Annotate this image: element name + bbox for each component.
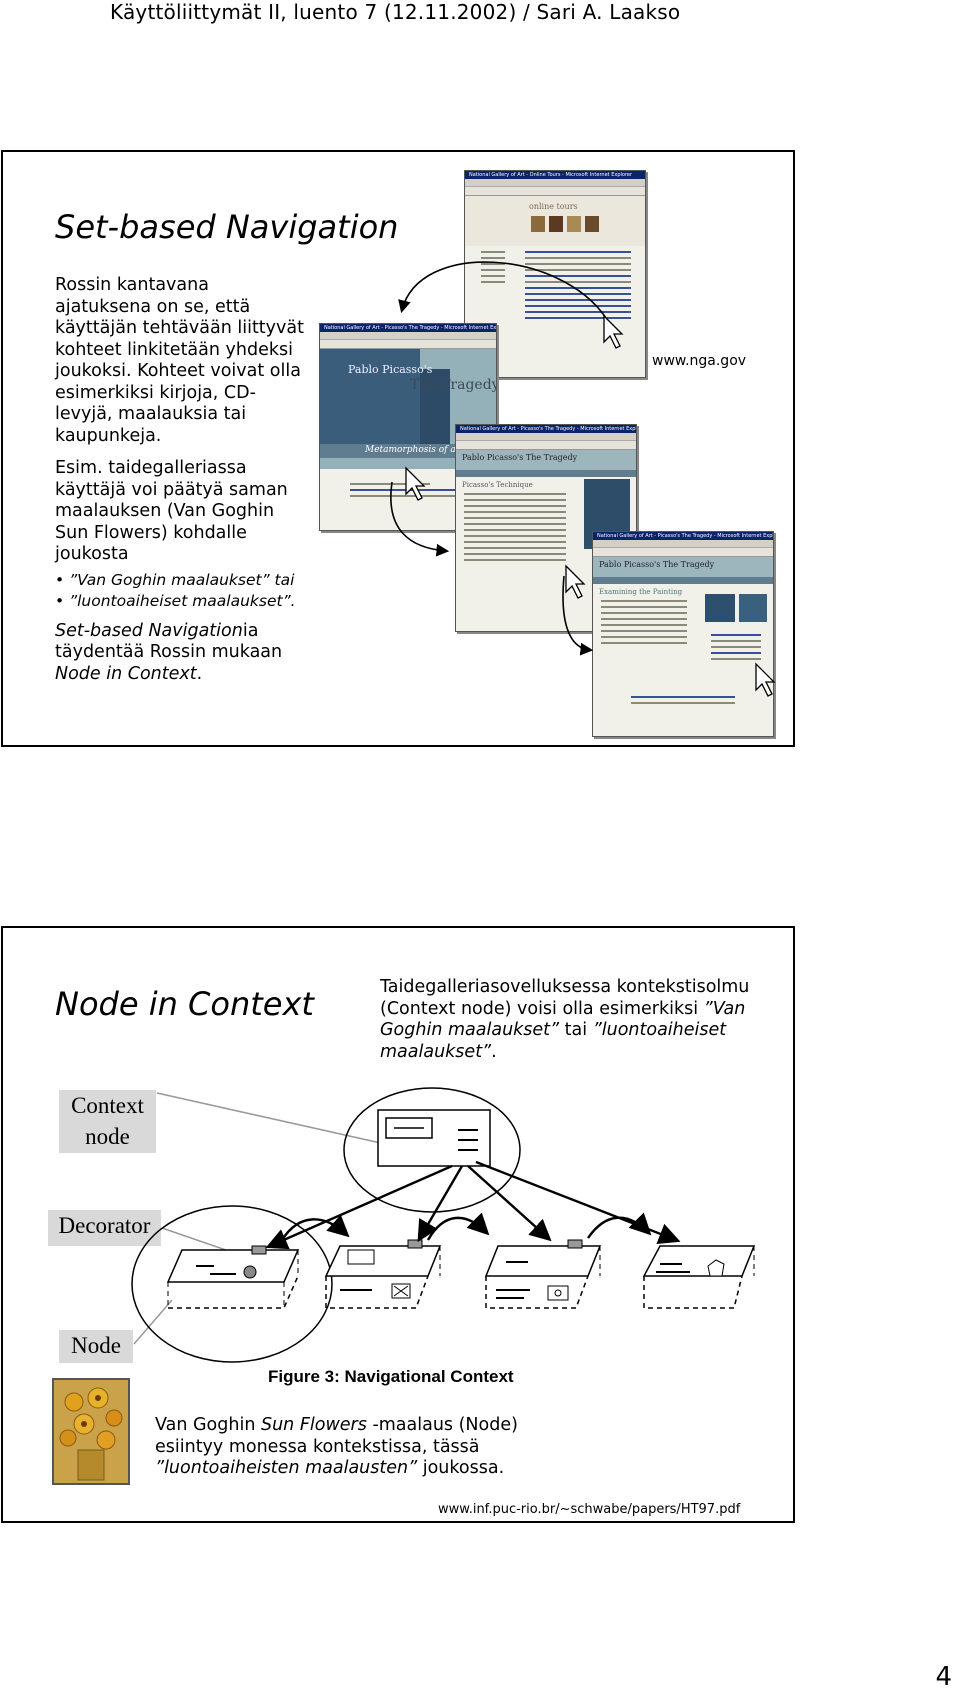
slide2-title: Node in Context [55, 985, 314, 1023]
sunflowers-caption: Van Goghin Sun Flowers -maalaus (Node) e… [155, 1415, 575, 1480]
caption-italic-2: ”luontoaiheisten maalausten” [155, 1458, 418, 1478]
caption-text-1: Van Goghin [155, 1415, 261, 1435]
screenshot-examining-painting: National Gallery of Art - Picasso's The … [592, 531, 774, 737]
desc-text-3: . [491, 1041, 497, 1062]
slide2-description: Taidegalleriasovelluksessa kontekstisolm… [380, 977, 780, 1063]
caption-text-3: joukossa. [417, 1458, 505, 1478]
label-context-line1: Context [71, 1093, 144, 1118]
sunflowers-painting-image [52, 1378, 130, 1485]
node-3-icon [484, 1239, 602, 1309]
arrow-node2-to-node3 [426, 1212, 490, 1241]
win1-titlebar: National Gallery of Art - Online Tours -… [469, 172, 633, 178]
page-number: 4 [935, 1662, 952, 1692]
arrow-context-to-node-2 [417, 1165, 464, 1243]
win2-banner-2: The Tragedy [410, 377, 497, 393]
win3-banner: Pablo Picasso's The Tragedy [462, 453, 578, 462]
cursor-icon-3 [565, 564, 586, 599]
label-decorator: Decorator [48, 1210, 161, 1246]
page-header: Käyttöliittymät II, luento 7 (12.11.2002… [110, 0, 681, 24]
slide1-arrows [390, 261, 776, 697]
arrow-node1-to-node2 [280, 1214, 350, 1241]
slide1-bullet-2: ”luontoaiheiset maalaukset”. [55, 591, 305, 613]
arrow-context-to-node-3 [467, 1165, 552, 1242]
slide1-title: Set-based Navigation [55, 208, 399, 246]
decorator-ellipse [131, 1205, 333, 1363]
slide1-paragraph-1: Rossin kantavana ajatuksena on se, että … [55, 275, 304, 446]
label-context-line2: node [85, 1124, 130, 1149]
para3-text: ia täydentää Rossin mukaan [55, 620, 283, 663]
caption-italic-1: Sun Flowers [260, 1415, 367, 1435]
node-2-icon [324, 1239, 442, 1309]
context-node-ellipse [343, 1087, 521, 1213]
node-4-icon [642, 1245, 756, 1309]
desc-italic-1: ”Van Goghin maalaukset” [380, 998, 746, 1041]
para3-term-2: Node in Context [55, 663, 197, 684]
navigational-context-diagram [131, 1087, 756, 1363]
caption-text-2: -maalaus (Node) esiintyy monessa konteks… [155, 1415, 518, 1457]
arrow-node3-to-node4 [587, 1212, 652, 1239]
source-label-nga: www.nga.gov [652, 353, 747, 369]
cursor-icon-1 [603, 314, 624, 349]
desc-italic-2: ”luontoaiheiset maalaukset” [380, 1020, 727, 1062]
win3-heading: Picasso's Technique [462, 481, 533, 489]
figure-caption: Figure 3: Navigational Context [268, 1367, 514, 1386]
arrow-tours-to-tragedy [398, 261, 607, 319]
win4-heading: Examining the Painting [599, 588, 683, 596]
slide1-body: Rossin kantavana ajatuksena on se, että … [55, 275, 305, 696]
source-url: www.inf.puc-rio.br/~schwabe/papers/HT97.… [438, 1502, 741, 1517]
win1-banner: online tours [529, 202, 578, 211]
para3-term: Set-based Navigation [55, 620, 243, 641]
cursor-icon-2 [405, 466, 426, 501]
slide1-paragraph-2: Esim. taidegalleriassa käyttäjä voi päät… [55, 458, 288, 564]
para3-end: . [196, 663, 203, 684]
node-1-icon [166, 1245, 300, 1309]
slide1-bullet-list: ”Van Goghin maalaukset” tai ”luontoaihei… [55, 570, 305, 613]
desc-text-2: tai [559, 1020, 593, 1040]
slide1-paragraph-3: Set-based Navigationia täydentää Rossin … [55, 621, 305, 686]
desc-text-1: Taidegalleriasovelluksessa kontekstisolm… [380, 977, 750, 1019]
bullet-2-text: ”luontoaiheiset maalaukset”. [69, 592, 296, 610]
cursor-icon-4 [755, 662, 776, 697]
win2-titlebar: National Gallery of Art - Picasso's The … [324, 325, 497, 331]
label-context-node: Context node [59, 1090, 156, 1153]
win3-titlebar: National Gallery of Art - Picasso's The … [460, 426, 637, 432]
context-node-icon [377, 1109, 491, 1167]
bullet-1-text: ”Van Goghin maalaukset” tai [69, 570, 295, 589]
win4-banner: Pablo Picasso's The Tragedy [599, 560, 715, 569]
label-node: Node [59, 1330, 133, 1363]
arrow-technique-to-examining [562, 575, 594, 656]
win4-titlebar: National Gallery of Art - Picasso's The … [597, 533, 774, 539]
arrow-context-to-node-1 [265, 1164, 453, 1250]
arrow-tragedy-to-technique [390, 481, 450, 557]
slide1-bullet-1: ”Van Goghin maalaukset” tai [55, 570, 305, 592]
win2-banner-1: Pablo Picasso's [348, 363, 433, 376]
win2-subtitle: Metamorphosis of a Painting [365, 445, 497, 455]
